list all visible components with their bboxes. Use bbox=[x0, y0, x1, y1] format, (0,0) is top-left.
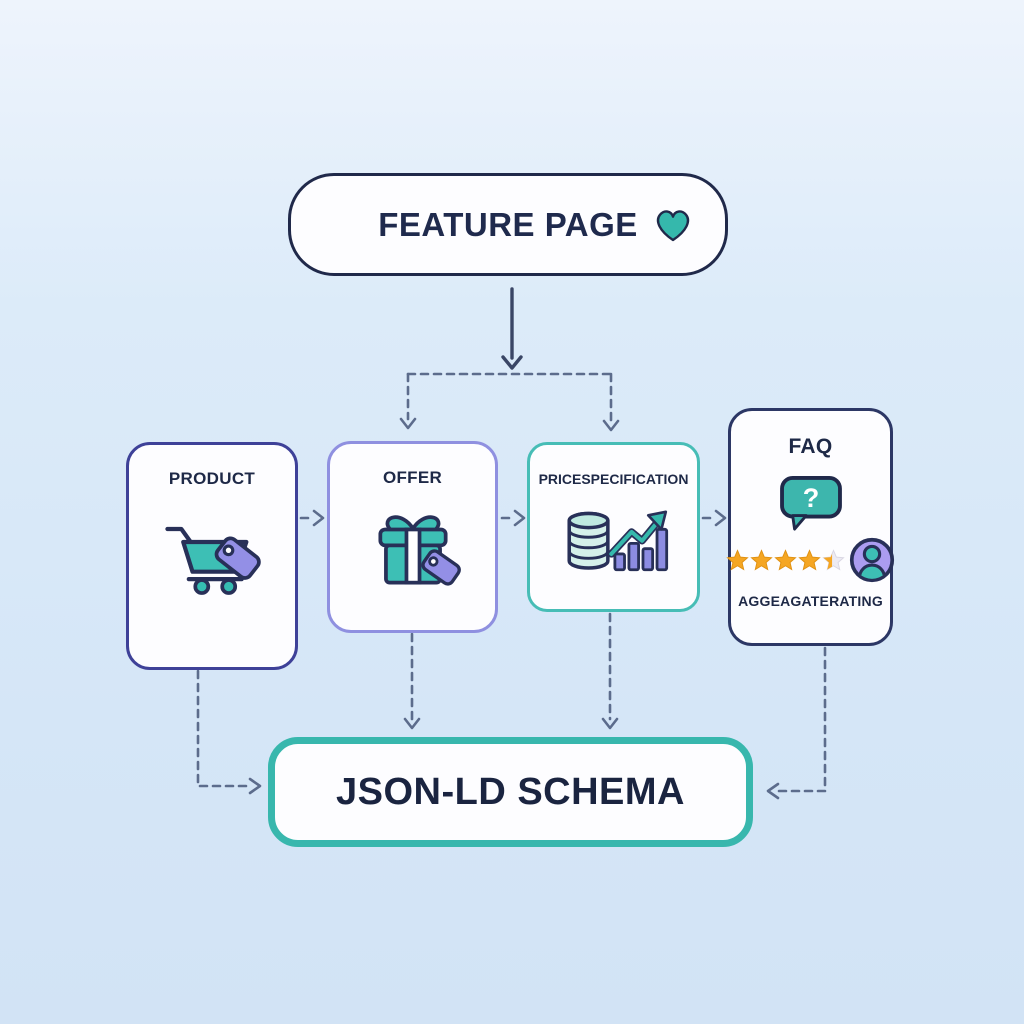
feature-page-node: FEATURE PAGE bbox=[288, 173, 728, 276]
arrowhead-left-icon bbox=[766, 782, 780, 800]
json-ld-schema-node: JSON-LD SCHEMA bbox=[268, 737, 753, 847]
arrowhead-down-icon bbox=[403, 717, 421, 730]
question-mark-glyph: ? bbox=[802, 483, 819, 513]
arrowhead-right-icon bbox=[248, 777, 262, 795]
product-card: PRODUCT bbox=[126, 442, 298, 670]
offer-label: OFFER bbox=[382, 468, 443, 487]
product-label: PRODUCT bbox=[168, 469, 256, 488]
arrow-faq-to-output bbox=[776, 646, 827, 793]
star-icon bbox=[798, 548, 821, 571]
aggregate-rating-label: AGGEAGATERATING bbox=[738, 593, 883, 609]
arrowhead-right-icon bbox=[714, 509, 727, 527]
faq-label: FAQ bbox=[788, 435, 833, 458]
pricespecification-card: PRICESPECIFICATION bbox=[527, 442, 700, 612]
coins-trend-chart-icon bbox=[566, 510, 668, 572]
arrowhead-right-icon bbox=[312, 509, 325, 527]
star-icon bbox=[750, 548, 773, 571]
faq-card: FAQ ? bbox=[726, 408, 895, 646]
rating-row bbox=[726, 537, 895, 583]
json-ld-schema-label: JSON-LD SCHEMA bbox=[335, 770, 686, 813]
arrowhead-down-icon bbox=[501, 355, 523, 370]
pricespecification-label: PRICESPECIFICATION bbox=[538, 471, 689, 487]
arrowhead-down-icon bbox=[601, 717, 619, 730]
user-avatar-icon bbox=[849, 537, 895, 583]
arrowhead-down-icon bbox=[399, 417, 417, 430]
arrowhead-right-icon bbox=[513, 509, 526, 527]
star-icon bbox=[726, 548, 749, 571]
gift-tag-icon bbox=[377, 515, 461, 586]
star-icon bbox=[774, 548, 797, 571]
heart-icon bbox=[656, 209, 690, 241]
offer-card: OFFER bbox=[327, 441, 498, 633]
feature-page-label: FEATURE PAGE bbox=[378, 205, 638, 243]
arrow-product-to-output bbox=[196, 669, 252, 788]
question-speech-bubble-icon: ? bbox=[779, 475, 842, 531]
star-half-icon bbox=[822, 548, 845, 571]
shopping-cart-tag-icon bbox=[165, 526, 261, 595]
arrowhead-down-icon bbox=[602, 419, 620, 432]
